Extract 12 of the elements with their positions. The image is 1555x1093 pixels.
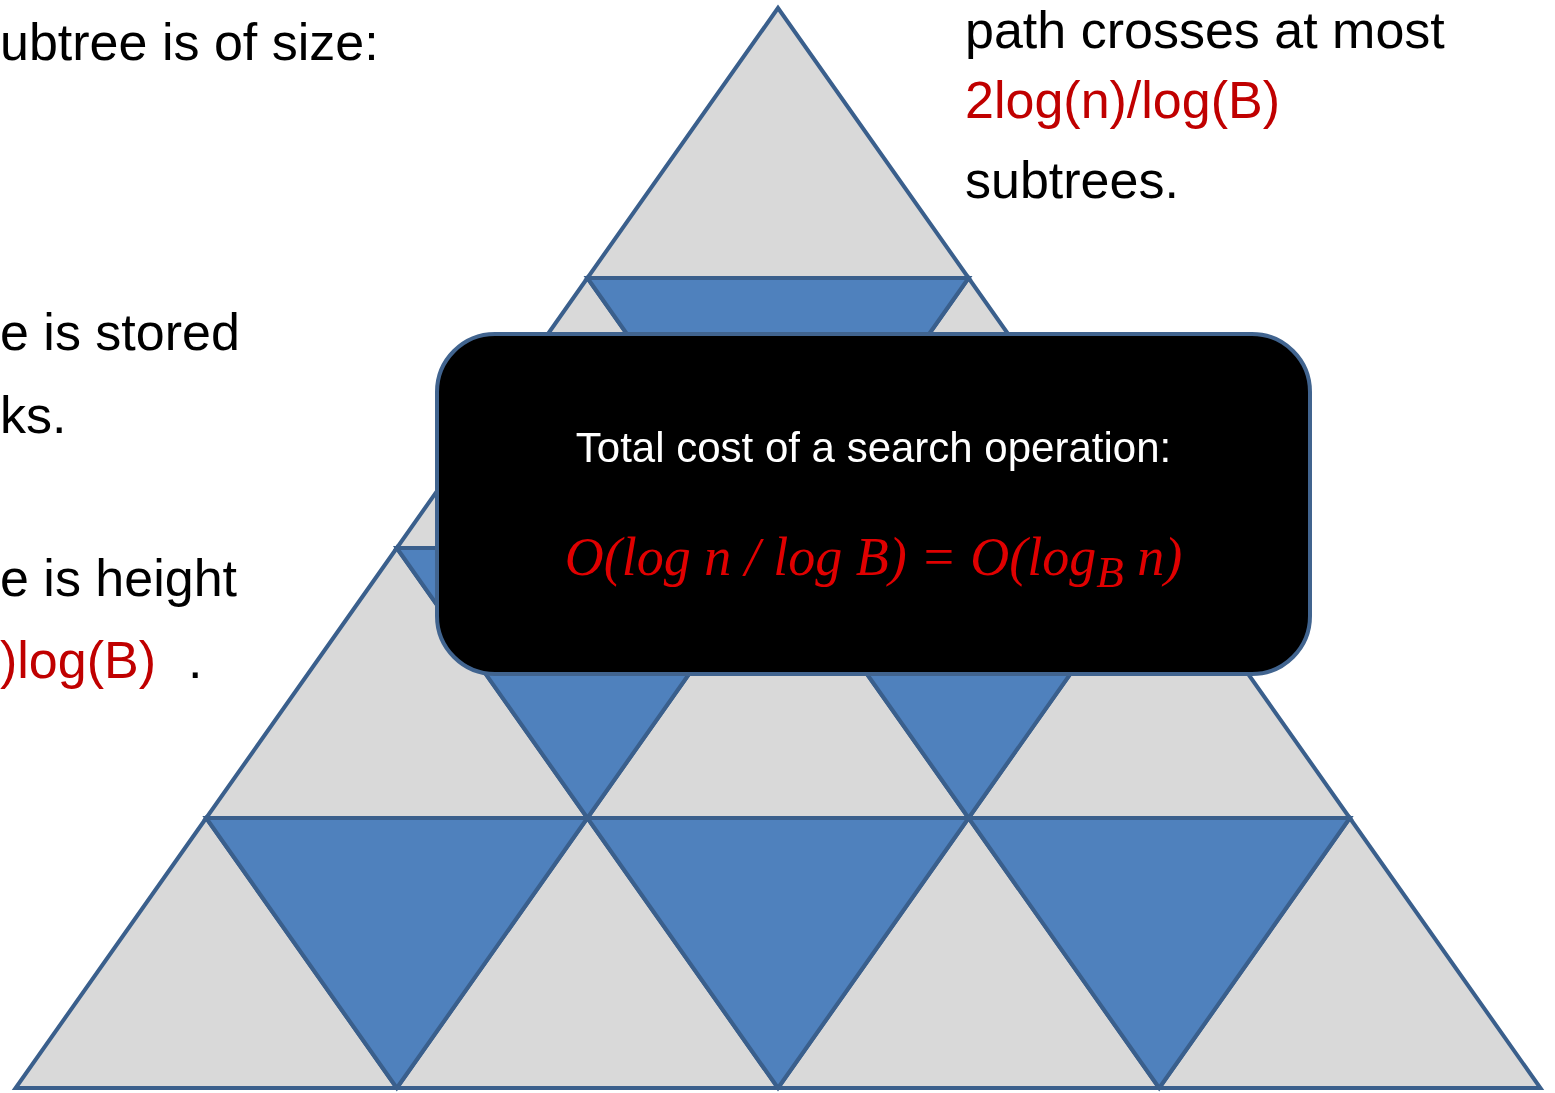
formula-text: 2log(n)/log(B) xyxy=(965,70,1281,130)
note-text: . xyxy=(188,630,203,690)
note-text: e is height xyxy=(0,548,238,608)
cost-formula: O(log n / log B) = O(log$_{B}$ n) xyxy=(564,527,1183,587)
note-text: path crosses at most xyxy=(965,0,1445,60)
note-text: subtrees. xyxy=(965,150,1179,210)
callout-box xyxy=(435,332,1312,676)
callout-heading: Total cost of a search operation: xyxy=(575,424,1172,471)
note-text: ubtree is of size: xyxy=(0,12,379,72)
note-text: ks. xyxy=(0,385,67,445)
note-text: e is stored xyxy=(0,302,240,362)
formula-text: )log(B) xyxy=(0,630,157,690)
